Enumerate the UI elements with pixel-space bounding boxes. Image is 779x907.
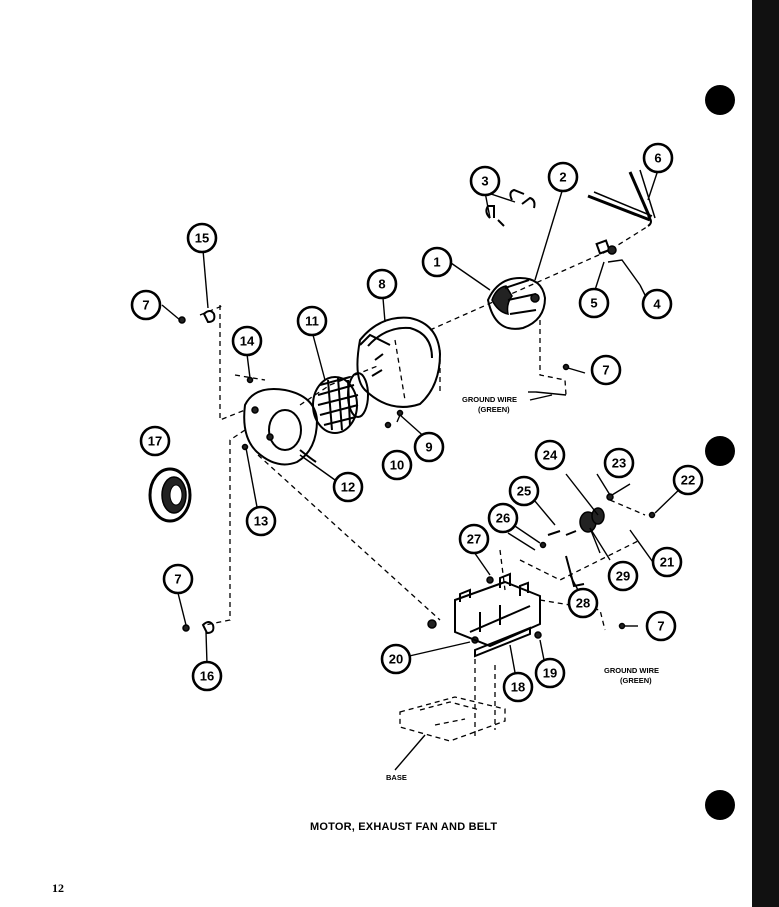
svg-text:3: 3 xyxy=(481,174,488,189)
motor xyxy=(486,276,547,330)
svg-text:27: 27 xyxy=(467,532,481,547)
pulley-assembly xyxy=(595,239,641,286)
callout-1: 1 xyxy=(421,246,453,278)
svg-text:21: 21 xyxy=(660,555,674,570)
svg-text:11: 11 xyxy=(305,314,319,329)
svg-text:4: 4 xyxy=(653,297,661,312)
blower-housing-cover xyxy=(243,388,319,466)
idler-pulley-ring xyxy=(148,467,192,523)
svg-text:15: 15 xyxy=(195,231,209,246)
svg-text:12: 12 xyxy=(341,480,355,495)
ground-wire-color-bottom: (GREEN) xyxy=(620,676,652,685)
base-label: BASE xyxy=(386,773,407,782)
fan-housing xyxy=(356,316,442,408)
svg-text:28: 28 xyxy=(576,596,590,611)
small-hardware xyxy=(178,310,656,644)
callout-7-top-left: 7 xyxy=(130,289,162,321)
callout-10: 10 xyxy=(381,449,413,481)
callout-17: 17 xyxy=(139,425,171,457)
drive-belt xyxy=(587,169,656,227)
callout-29: 29 xyxy=(607,560,639,592)
svg-text:17: 17 xyxy=(148,434,162,449)
svg-text:29: 29 xyxy=(616,569,630,584)
svg-text:5: 5 xyxy=(590,296,597,311)
callout-7-bottom-left: 7 xyxy=(162,563,194,595)
callout-26: 26 xyxy=(487,502,519,534)
callout-18: 18 xyxy=(502,671,534,703)
page-edge-shadow xyxy=(752,0,779,907)
svg-text:8: 8 xyxy=(378,277,385,292)
punch-hole-middle xyxy=(705,436,735,466)
svg-text:23: 23 xyxy=(612,456,626,471)
svg-text:26: 26 xyxy=(496,511,510,526)
svg-text:1: 1 xyxy=(433,255,440,270)
assembly-lines xyxy=(199,224,651,740)
diagram-title: MOTOR, EXHAUST FAN AND BELT xyxy=(310,821,497,833)
ground-wire-label-bottom: GROUND WIRE xyxy=(604,666,659,675)
callout-14: 14 xyxy=(231,325,263,357)
svg-text:25: 25 xyxy=(517,484,531,499)
callout-24: 24 xyxy=(534,439,566,471)
svg-text:6: 6 xyxy=(654,151,661,166)
callout-3: 3 xyxy=(469,165,501,197)
motor-mount-bracket xyxy=(454,572,541,658)
callout-22: 22 xyxy=(672,464,704,496)
svg-text:2: 2 xyxy=(559,170,566,185)
callout-11: 11 xyxy=(296,305,328,337)
svg-text:9: 9 xyxy=(425,440,432,455)
svg-text:13: 13 xyxy=(254,514,268,529)
svg-text:7: 7 xyxy=(602,363,609,378)
callout-21: 21 xyxy=(651,546,683,578)
svg-text:7: 7 xyxy=(657,619,664,634)
blower-wheel xyxy=(312,372,369,434)
punch-hole-top xyxy=(705,85,735,115)
callout-15: 15 xyxy=(186,222,218,254)
callout-7-right: 7 xyxy=(590,354,622,386)
callout-28: 28 xyxy=(567,587,599,619)
callout-4: 4 xyxy=(641,288,673,320)
idler-pulley-assembly xyxy=(547,507,605,588)
callout-8: 8 xyxy=(366,268,398,300)
callout-23: 23 xyxy=(603,447,635,479)
callout-20: 20 xyxy=(380,643,412,675)
callout-9: 9 xyxy=(413,431,445,463)
leader-lines xyxy=(161,169,686,679)
punch-hole-bottom xyxy=(705,790,735,820)
svg-text:22: 22 xyxy=(681,473,695,488)
callout-2: 2 xyxy=(547,161,579,193)
page-number: 12 xyxy=(52,881,64,895)
callout-27: 27 xyxy=(458,523,490,555)
ground-wire-pointer-top xyxy=(529,394,553,401)
ground-wire-color-top: (GREEN) xyxy=(478,405,510,414)
svg-text:7: 7 xyxy=(174,572,181,587)
svg-text:24: 24 xyxy=(543,448,558,463)
svg-text:16: 16 xyxy=(200,669,214,684)
callout-12: 12 xyxy=(332,471,364,503)
svg-text:7: 7 xyxy=(142,298,149,313)
callout-7-bottom-right: 7 xyxy=(645,610,677,642)
callout-13: 13 xyxy=(245,505,277,537)
svg-text:18: 18 xyxy=(511,680,525,695)
base-panel xyxy=(394,696,506,771)
svg-text:20: 20 xyxy=(389,652,403,667)
callout-6: 6 xyxy=(642,142,674,174)
svg-text:10: 10 xyxy=(390,458,404,473)
svg-text:14: 14 xyxy=(240,334,255,349)
ground-wire-label-top: GROUND WIRE xyxy=(462,395,517,404)
svg-text:19: 19 xyxy=(543,666,557,681)
callout-5: 5 xyxy=(578,287,610,319)
callout-19: 19 xyxy=(534,657,566,689)
callout-16: 16 xyxy=(191,660,223,692)
callout-25: 25 xyxy=(508,475,540,507)
